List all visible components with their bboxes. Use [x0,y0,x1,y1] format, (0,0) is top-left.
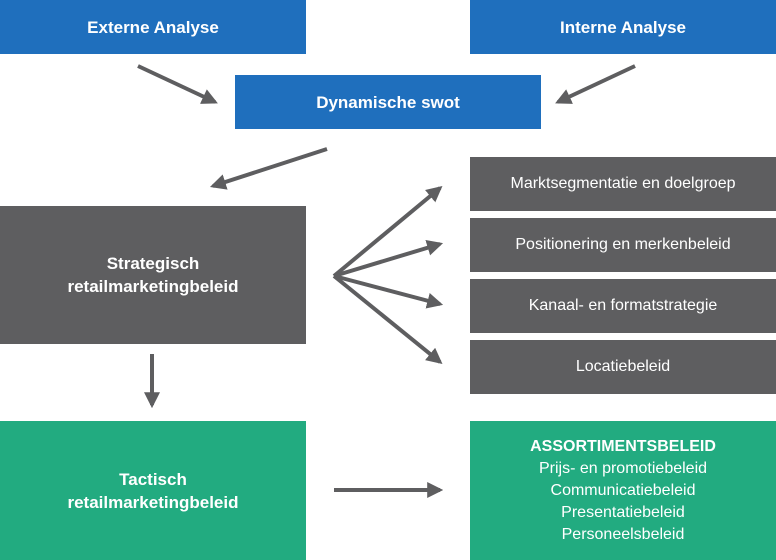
arrow-swot-to-strategisch [209,147,328,190]
externe-analyse-box: Externe Analyse [0,0,306,54]
dynamische-swot-label: Dynamische swot [316,92,460,112]
arrow-to-locatie [332,274,443,365]
positionering-label: Positionering en merkenbeleid [515,236,731,253]
arrow-interne-to-swot [555,64,636,104]
strategisch-label-line1: Strategisch [106,254,200,273]
arrow-to-kanaal [333,274,444,309]
externe-analyse-label: Externe Analyse [87,17,219,37]
kanaal-label: Kanaal- en formatstrategie [528,297,718,314]
locatie-label: Locatiebeleid [575,358,671,375]
kanaal-box: Kanaal- en formatstrategie [470,279,776,333]
assortimentsbeleid-heading: ASSORTIMENTSBELEID [530,437,716,455]
tactisch-box: Tactisch retailmarketingbeleid [0,421,306,560]
tactisch-label-line1: Tactisch [119,469,187,489]
communicatie-label: Communicatiebeleid [550,481,696,499]
marktsegmentatie-label: Marktsegmentatie en doelgroep [510,175,736,192]
arrow-externe-to-swot [137,64,218,104]
interne-analyse-box: Interne Analyse [470,0,776,54]
prijs-promotie-label: Prijs- en promotiebeleid [538,459,708,477]
arrow-to-marktsegmentatie [332,185,443,278]
marktsegmentatie-box: Marktsegmentatie en doelgroep [470,157,776,211]
personeel-label: Personeelsbeleid [561,525,685,543]
tactisch-label-line2: retailmarketingbeleid [67,492,239,512]
strategisch-label-line2: retailmarketingbeleid [67,277,239,296]
interne-analyse-label: Interne Analyse [560,17,686,37]
assortimentsbeleid-box: ASSORTIMENTSBELEID Prijs- en promotiebel… [470,421,776,560]
strategisch-box: Strategisch retailmarketingbeleid [0,206,306,344]
locatie-box: Locatiebeleid [470,340,776,394]
positionering-box: Positionering en merkenbeleid [470,218,776,272]
arrow-to-positionering [333,240,444,278]
dynamische-swot-box: Dynamische swot [235,75,541,129]
presentatie-label: Presentatiebeleid [561,503,685,521]
